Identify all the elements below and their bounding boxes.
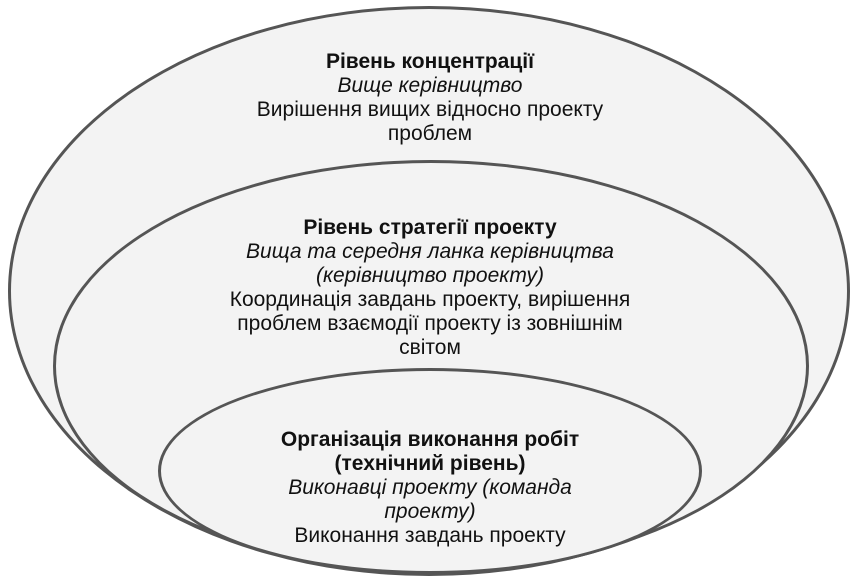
project-strategy-level-description-line-3: світом: [399, 336, 461, 359]
technical-level-title-line-1: Організація виконання робіт: [280, 428, 580, 451]
project-strategy-level-subtitle-line-1: Вища та середня ланка керівництва: [246, 240, 614, 263]
technical-level-subtitle-line-2: проекту): [384, 500, 476, 523]
concentration-level-title: Рівень концентрації: [325, 50, 535, 73]
technical-level-description: Виконання завдань проекту: [294, 524, 566, 547]
concentration-level-text: Рівень концентрації Вище керівництво Вир…: [180, 50, 680, 146]
project-strategy-level-title: Рівень стратегії проекту: [303, 216, 557, 239]
project-strategy-level-text: Рівень стратегії проекту Вища та середня…: [150, 216, 710, 360]
concentration-level-description-line-2: проблем: [387, 122, 473, 145]
project-strategy-level-description-line-1: Координація завдань проекту, вирішення: [229, 288, 631, 311]
project-strategy-level-subtitle-line-2: (керівництво проекту): [316, 264, 544, 287]
concentration-level-subtitle: Вище керівництво: [337, 74, 523, 97]
concentration-level-description-line-1: Вирішення вищих відносно проекту: [256, 98, 604, 121]
inner-ellipse-technical-level: [158, 368, 702, 574]
technical-level-title-line-2: (технічний рівень): [334, 452, 526, 475]
technical-level-subtitle-line-1: Виконавці проекту (команда: [288, 476, 572, 499]
project-strategy-level-description-line-2: проблем взаємодії проекту із зовнішнім: [237, 312, 623, 335]
technical-level-text: Організація виконання робіт (технічний р…: [220, 428, 640, 548]
